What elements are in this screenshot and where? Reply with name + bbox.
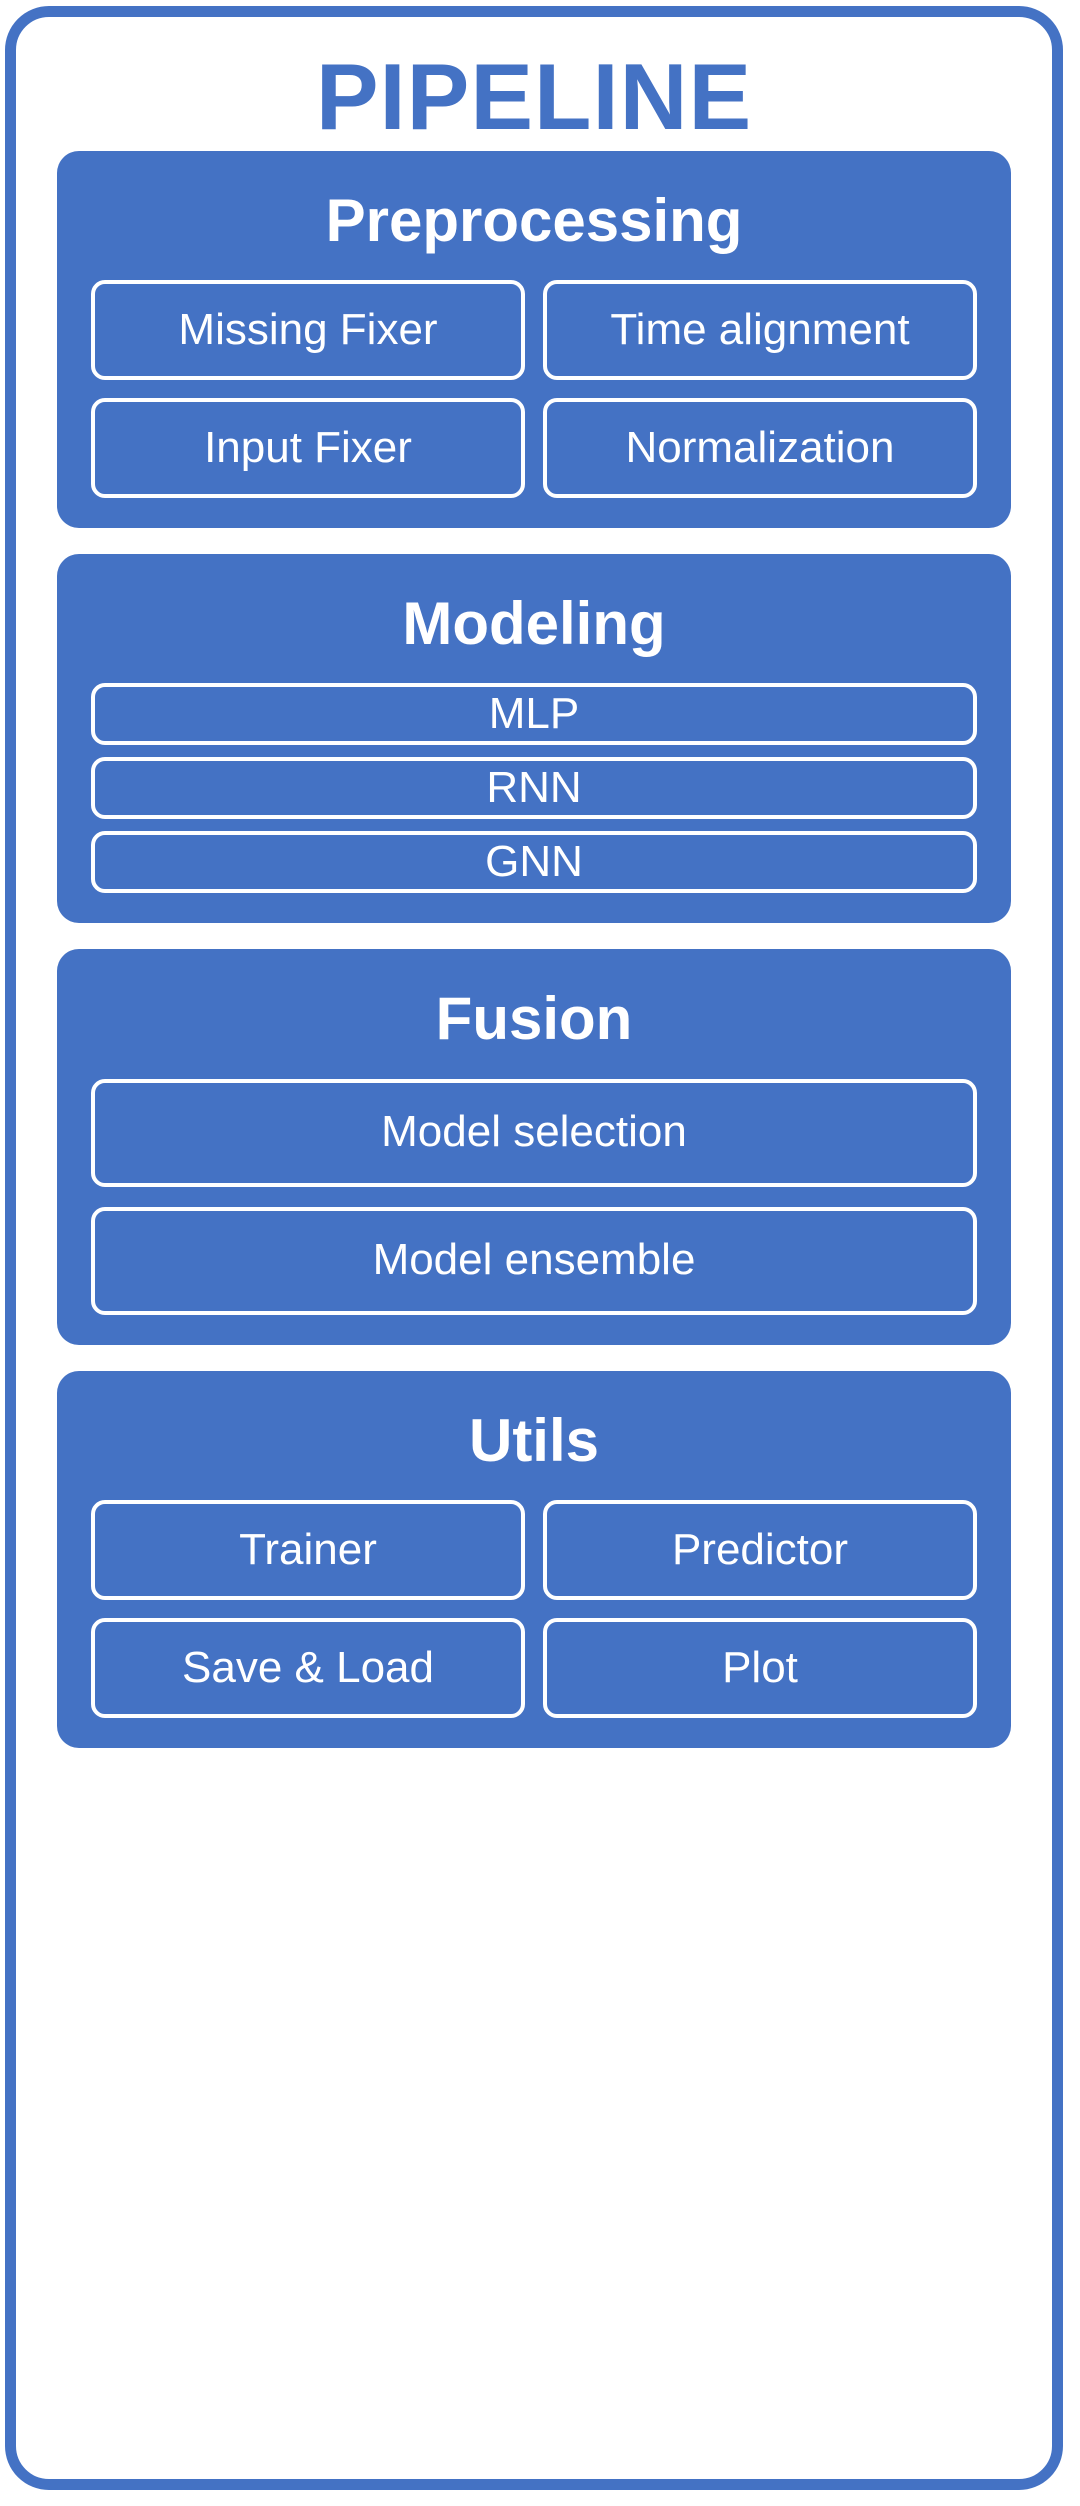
section-panel-preprocessing: Preprocessing Missing Fixer Time alignme… (57, 151, 1011, 529)
section-title-modeling: Modeling (402, 590, 666, 658)
section-title-utils: Utils (468, 1406, 600, 1474)
section-panel-fusion: Fusion Model selection Model ensemble (57, 949, 1011, 1345)
page-title: PIPELINE (315, 44, 753, 149)
item-box-gnn[interactable]: GNN (91, 831, 977, 894)
pipeline-diagram-container: PIPELINE Preprocessing Missing Fixer Tim… (5, 6, 1063, 2490)
section-items-preprocessing: Missing Fixer Time alignment Input Fixer… (91, 280, 977, 499)
item-box-save-and-load[interactable]: Save & Load (91, 1617, 525, 1718)
section-title-preprocessing: Preprocessing (325, 187, 743, 254)
item-box-rnn[interactable]: RNN (91, 757, 977, 820)
item-box-trainer[interactable]: Trainer (91, 1499, 525, 1600)
item-box-plot[interactable]: Plot (543, 1617, 977, 1718)
section-items-fusion: Model selection Model ensemble (91, 1078, 977, 1315)
item-box-normalization[interactable]: Normalization (543, 398, 977, 499)
item-box-predictor[interactable]: Predictor (543, 1499, 977, 1600)
section-panel-modeling: Modeling MLP RNN GNN (57, 554, 1011, 924)
item-box-input-fixer[interactable]: Input Fixer (91, 398, 525, 499)
item-box-missing-fixer[interactable]: Missing Fixer (91, 280, 525, 381)
section-items-modeling: MLP RNN GNN (91, 683, 977, 894)
section-items-utils: Trainer Predictor Save & Load Plot (91, 1499, 977, 1718)
section-panel-utils: Utils Trainer Predictor Save & Load Plot (57, 1370, 1011, 1748)
item-box-time-alignment[interactable]: Time alignment (543, 280, 977, 381)
item-box-model-ensemble[interactable]: Model ensemble (91, 1206, 977, 1315)
section-title-fusion: Fusion (435, 985, 633, 1053)
item-box-model-selection[interactable]: Model selection (91, 1078, 977, 1187)
pipeline-inner-content: PIPELINE Preprocessing Missing Fixer Tim… (16, 17, 1052, 2479)
section-list: Preprocessing Missing Fixer Time alignme… (57, 151, 1011, 1798)
item-box-mlp[interactable]: MLP (91, 683, 977, 746)
